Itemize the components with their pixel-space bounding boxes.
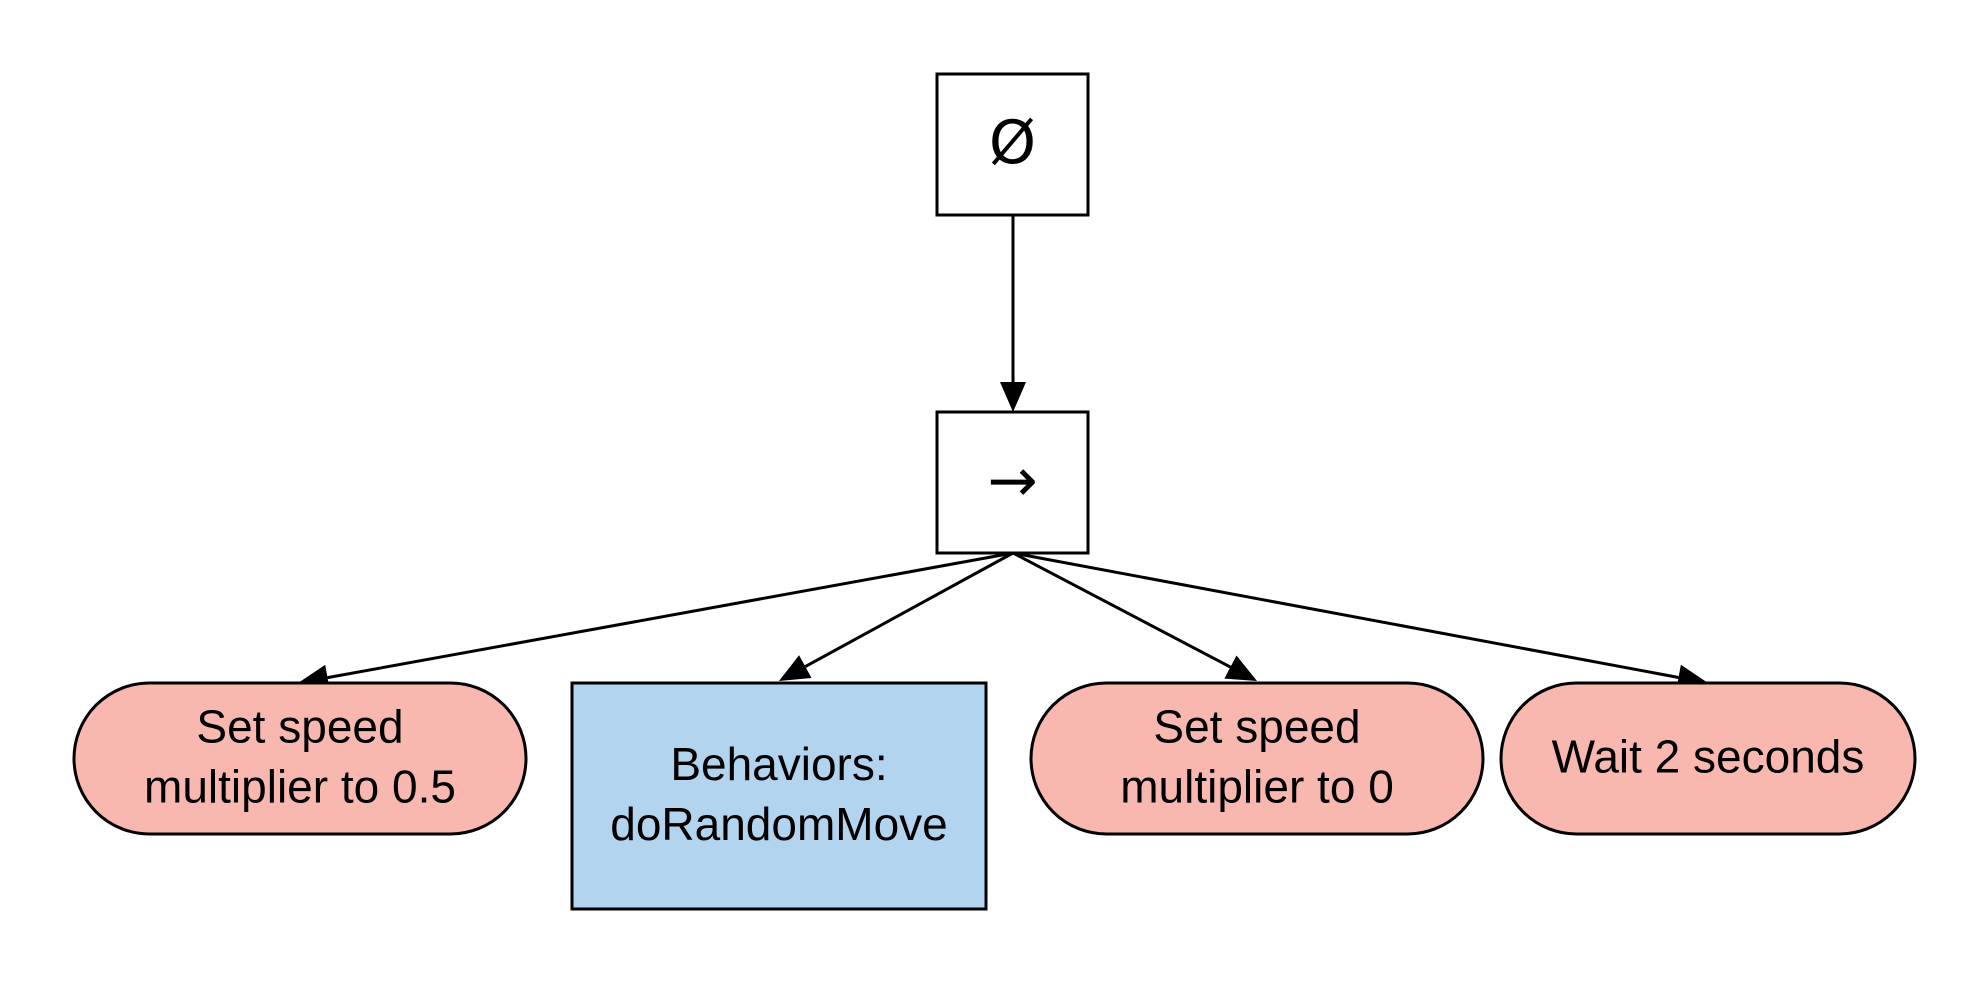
node-behaviors: Behaviors: doRandomMove: [570, 681, 988, 911]
action-node-shape: [1029, 681, 1485, 836]
edge-sequence-to-wait: [1012, 551, 1708, 691]
control-symbol: →: [987, 446, 1037, 516]
edge-sequence-to-set-speed-half: [298, 551, 1014, 691]
node-label-line: multiplier to 0: [1120, 761, 1394, 813]
arrowhead: [1000, 382, 1026, 412]
node-label-line: Set speed: [1153, 701, 1360, 753]
edge-line: [1012, 551, 1232, 669]
edge-line: [1012, 551, 1679, 679]
node-set-speed-zero: Set speed multiplier to 0: [1029, 681, 1485, 836]
control-symbol: Ø: [989, 108, 1036, 178]
control-node-shape: [935, 410, 1090, 555]
node-wait: Wait 2 seconds: [1499, 681, 1917, 836]
node-set-speed-half: Set speed multiplier to 0.5: [72, 681, 528, 836]
nodes-layer: Ø → Set speed multiplier to 0.5 Behaviors: do…: [72, 72, 1917, 911]
action-node-shape: [1499, 681, 1917, 836]
node-label-line: Set speed: [196, 701, 403, 753]
node-root: Ø: [935, 72, 1090, 217]
control-node-shape: [935, 72, 1090, 217]
edge-line: [327, 551, 1014, 680]
node-label-line: doRandomMove: [610, 798, 948, 850]
arrowhead: [779, 655, 812, 681]
node-sequence: →: [935, 410, 1090, 555]
edge-line: [804, 551, 1014, 668]
action-node-shape: [72, 681, 528, 836]
edge-root-to-sequence: [1000, 215, 1026, 412]
edge-sequence-to-set-speed-zero: [1012, 551, 1257, 681]
node-label-line: multiplier to 0.5: [144, 761, 456, 813]
arrowhead: [1224, 655, 1257, 681]
behavior-node-shape: [570, 681, 988, 911]
edge-sequence-to-behaviors: [779, 551, 1014, 681]
node-label-line: Wait 2 seconds: [1552, 731, 1865, 783]
node-label-line: Behaviors:: [670, 738, 887, 790]
